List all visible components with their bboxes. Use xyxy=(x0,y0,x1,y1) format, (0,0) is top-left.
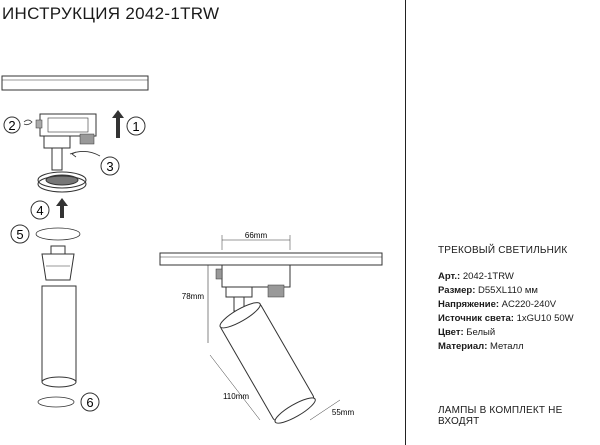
step-5-label: 5 xyxy=(16,227,23,242)
step-1-label: 1 xyxy=(132,119,139,134)
product-type: ТРЕКОВЫЙ СВЕТИЛЬНИК xyxy=(438,245,568,256)
dim-diameter: 55mm xyxy=(332,408,355,417)
step-3: 3 xyxy=(69,151,120,176)
step-4: 4 xyxy=(30,198,68,220)
step-4-label: 4 xyxy=(36,203,43,218)
step-2: 2 xyxy=(3,116,33,134)
step-6: 6 xyxy=(37,392,100,412)
step-5: 5 xyxy=(10,224,81,244)
spec-material: Материал: Металл xyxy=(438,341,524,352)
track-rail xyxy=(1,75,149,91)
dim-length: 110mm xyxy=(223,392,249,401)
assembly-diagram: 2 1 3 4 5 xyxy=(1,75,149,412)
rotating-ring xyxy=(37,171,87,193)
vertical-divider xyxy=(405,0,406,445)
step-3-label: 3 xyxy=(106,159,113,174)
step-1: 1 xyxy=(112,110,146,138)
page-title: ИНСТРУКЦИЯ 2042-1TRW xyxy=(2,4,220,23)
dim-height: 78mm xyxy=(182,292,205,301)
spec-size: Размер: D55XL110 мм xyxy=(438,285,538,296)
dim-width: 66mm xyxy=(245,231,268,240)
spec-voltage: Напряжение: AC220-240V xyxy=(438,299,557,310)
lamp-body xyxy=(41,285,77,388)
step-6-label: 6 xyxy=(86,395,93,410)
track-adapter xyxy=(35,113,97,171)
spec-article: Арт.: 2042-1TRW xyxy=(438,271,514,282)
spec-color: Цвет: Белый xyxy=(438,327,496,338)
step-2-label: 2 xyxy=(8,118,15,133)
spec-light-source: Источник света: 1xGU10 50W xyxy=(438,313,574,324)
dimension-drawing: 66mm 78mm 110mm 55mm xyxy=(159,231,383,424)
lamps-not-included-note: ЛАМПЫ В КОМПЛЕКТ НЕ ВХОДЯТ xyxy=(438,405,563,427)
gu10-lamp xyxy=(41,245,75,281)
